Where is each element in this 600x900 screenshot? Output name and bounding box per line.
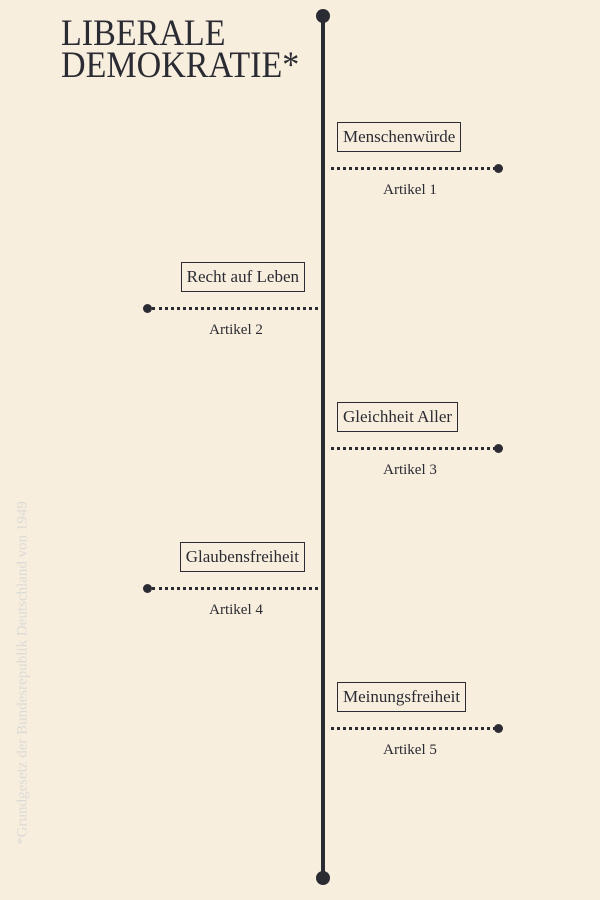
article-number: Artikel 5	[383, 742, 437, 758]
dotted-connector	[331, 727, 496, 730]
connector-end-dot	[143, 304, 152, 313]
article-number: Artikel 3	[383, 462, 437, 478]
article-label-box: Menschenwürde	[337, 122, 462, 152]
title-line-1: LIBERALE	[61, 13, 226, 54]
connector-end-dot	[494, 444, 503, 453]
dotted-connector	[152, 587, 318, 590]
dotted-connector	[152, 307, 318, 310]
connector-end-dot	[143, 584, 152, 593]
article-label-box: Meinungsfreiheit	[337, 682, 467, 712]
article-number: Artikel 2	[209, 322, 263, 338]
dotted-connector	[331, 167, 496, 170]
article-label-box: Gleichheit Aller	[337, 402, 459, 432]
article-number: Artikel 1	[383, 182, 437, 198]
connector-end-dot	[494, 724, 503, 733]
title-line-2: DEMOKRATIE*	[61, 45, 300, 86]
article-label-box: Recht auf Leben	[180, 262, 305, 292]
axis-start-dot	[316, 9, 330, 23]
dotted-connector	[331, 447, 496, 450]
article-number: Artikel 4	[209, 602, 263, 618]
axis-end-dot	[316, 871, 330, 885]
timeline-axis	[321, 16, 325, 878]
connector-end-dot	[494, 164, 503, 173]
article-label-box: Glaubensfreiheit	[179, 542, 305, 572]
page-title: LIBERALE DEMOKRATIE*	[61, 13, 300, 86]
footnote: *Grundgesetz der Bundesrepublik Deutschl…	[14, 501, 31, 845]
